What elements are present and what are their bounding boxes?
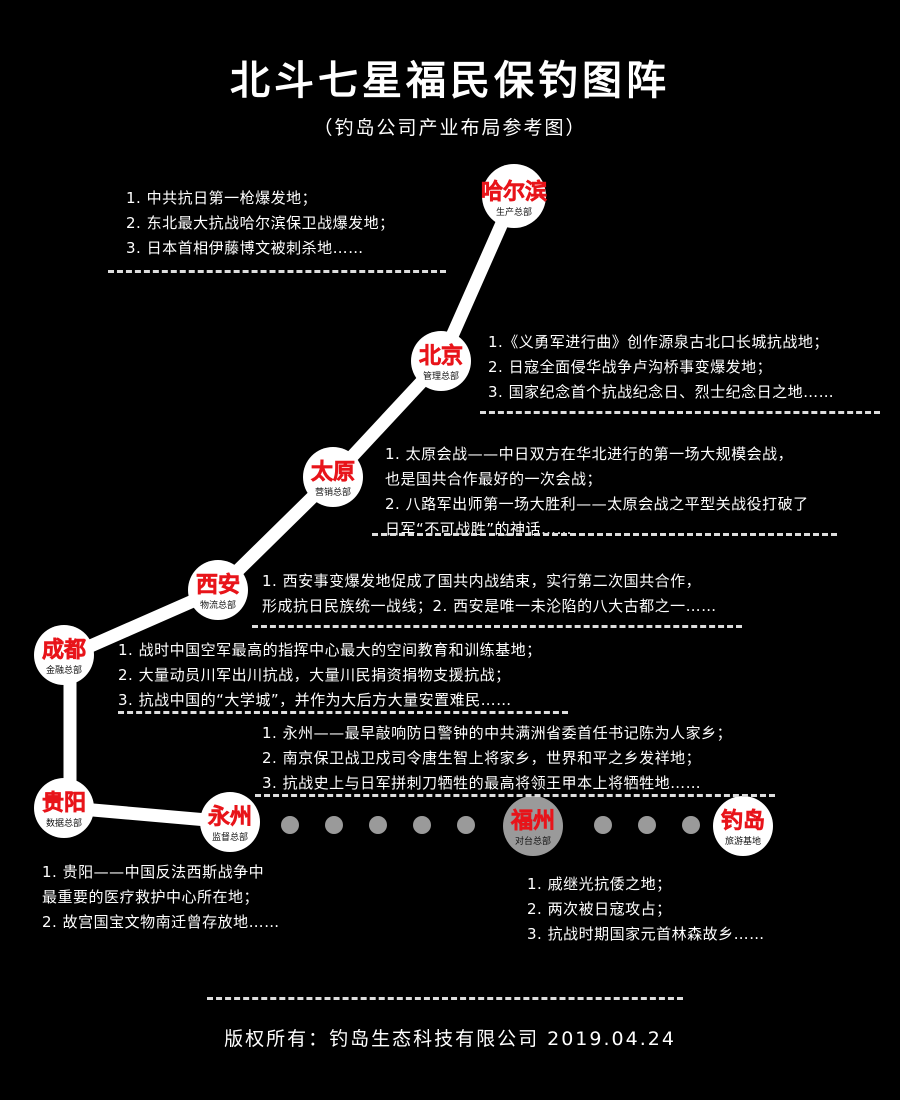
- sea-dot: [369, 816, 387, 834]
- chengdu-description: 1. 战时中国空军最高的指挥中心最大的空间教育和训练基地； 2. 大量动员川军出…: [118, 638, 542, 713]
- chengdu-node-circle: [34, 625, 94, 685]
- description-line: 1. 中共抗日第一枪爆发地；: [126, 189, 318, 207]
- node-name: 永州: [207, 805, 253, 831]
- node-name: 西安: [195, 573, 241, 599]
- node-beijing: 北京 管理总部: [391, 344, 491, 383]
- page-title: 北斗七星福民保钓图阵: [230, 58, 670, 104]
- description-line: 2. 东北最大抗战哈尔滨保卫战爆发地；: [126, 214, 395, 232]
- node-chengdu: 成都 金融总部: [14, 638, 114, 677]
- node-name: 钓岛: [720, 809, 766, 835]
- diaodao-node-circle: [713, 796, 773, 856]
- description-line: 3. 抗战史上与日军拼刺刀牺牲的最高将领王甲本上将牺牲地……: [262, 774, 702, 792]
- node-role: 营销总部: [314, 488, 351, 498]
- divider: [252, 625, 742, 628]
- taiyuan-description: 1. 太原会战——中日双方在华北进行的第一场大规模会战， 也是国共合作最好的一次…: [385, 442, 809, 542]
- node-taiyuan: 太原 营销总部: [283, 460, 383, 499]
- description-line: 2. 日寇全面侵华战争卢沟桥事变爆发地；: [488, 358, 773, 376]
- xian-description: 1. 西安事变爆发地促成了国共内战结束，实行第二次国共合作， 形成抗日民族统一战…: [262, 569, 717, 619]
- harbin-node-circle: [482, 164, 546, 228]
- node-name: 成都: [41, 638, 87, 664]
- divider: [118, 711, 568, 714]
- description-line: 1.《义勇军进行曲》创作源泉古北口长城抗战地；: [488, 333, 829, 351]
- guiyang-node-circle: [34, 778, 94, 838]
- description-line: 3. 抗战中国的“大学城”，并作为大后方大量安置难民……: [118, 691, 512, 709]
- guiyang-description: 1. 贵阳——中国反法西斯战争中 最重要的医疗救护中心所在地； 2. 故宫国宝文…: [42, 860, 280, 935]
- description-line: 1. 戚继光抗倭之地；: [527, 875, 672, 893]
- node-role: 生产总部: [495, 208, 532, 218]
- node-role: 对台总部: [514, 837, 551, 847]
- description-line: 2. 大量动员川军出川抗战，大量川民捐资捐物支援抗战；: [118, 666, 511, 684]
- node-name: 哈尔滨: [480, 180, 548, 206]
- node-role: 金融总部: [45, 666, 82, 676]
- node-xian: 西安 物流总部: [168, 573, 268, 612]
- taiyuan-node-circle: [303, 447, 363, 507]
- divider: [372, 533, 837, 536]
- node-name: 贵阳: [41, 791, 87, 817]
- copyright-footer: 版权所有：钓岛生态科技有限公司 2019.04.24: [224, 1028, 676, 1050]
- xian-node-circle: [188, 560, 248, 620]
- description-line: 日军“不可战胜”的神话……: [385, 520, 573, 538]
- divider: [480, 411, 880, 414]
- beijing-description: 1.《义勇军进行曲》创作源泉古北口长城抗战地； 2. 日寇全面侵华战争卢沟桥事变…: [488, 330, 834, 405]
- sea-dot: [413, 816, 431, 834]
- footer-divider: [207, 997, 683, 1000]
- description-line: 3. 日本首相伊藤博文被刺杀地……: [126, 239, 364, 257]
- divider: [255, 794, 775, 797]
- description-line: 2. 南京保卫战卫戍司令唐生智上将家乡，世界和平之乡发祥地；: [262, 749, 702, 767]
- description-line: 也是国共合作最好的一次会战；: [385, 470, 603, 488]
- sea-dot: [638, 816, 656, 834]
- description-line: 2. 八路军出师第一场大胜利——太原会战之平型关战役打破了: [385, 495, 809, 513]
- description-line: 2. 故宫国宝文物南迁曾存放地……: [42, 913, 280, 931]
- beijing-node-circle: [411, 331, 471, 391]
- description-line: 1. 永州——最早敲响防日警钟的中共满洲省委首任书记陈为人家乡；: [262, 724, 733, 742]
- sea-dot: [457, 816, 475, 834]
- node-role: 管理总部: [422, 372, 459, 382]
- node-role: 物流总部: [199, 601, 236, 611]
- description-line: 1. 太原会战——中日双方在华北进行的第一场大规模会战，: [385, 445, 794, 463]
- description-line: 1. 贵阳——中国反法西斯战争中: [42, 863, 265, 881]
- description-line: 1. 战时中国空军最高的指挥中心最大的空间教育和训练基地；: [118, 641, 542, 659]
- yongzhou-node-circle: [200, 792, 260, 852]
- description-line: 3. 国家纪念首个抗战纪念日、烈士纪念日之地……: [488, 383, 835, 401]
- node-role: 监督总部: [211, 833, 248, 843]
- node-name: 福州: [510, 809, 556, 835]
- description-line: 3. 抗战时期国家元首林森故乡……: [527, 925, 765, 943]
- sea-dot: [281, 816, 299, 834]
- fuzhou-description: 1. 戚继光抗倭之地； 2. 两次被日寇攻占； 3. 抗战时期国家元首林森故乡……: [527, 872, 765, 947]
- sea-route-dots: [281, 816, 700, 834]
- sea-dot: [682, 816, 700, 834]
- yongzhou-description: 1. 永州——最早敲响防日警钟的中共满洲省委首任书记陈为人家乡； 2. 南京保卫…: [262, 721, 732, 796]
- divider: [108, 270, 446, 273]
- node-diaodao: 钓岛 旅游基地: [693, 809, 793, 848]
- description-line: 形成抗日民族统一战线；2. 西安是唯一未沦陷的八大古都之一……: [262, 597, 717, 615]
- sea-dot: [594, 816, 612, 834]
- node-name: 北京: [418, 344, 464, 370]
- node-fuzhou: 福州 对台总部: [483, 809, 583, 848]
- node-role: 数据总部: [45, 819, 82, 829]
- node-name: 太原: [310, 460, 356, 486]
- description-line: 2. 两次被日寇攻占；: [527, 900, 672, 918]
- node-harbin: 哈尔滨 生产总部: [464, 180, 564, 219]
- fuzhou-node-circle: [503, 796, 563, 856]
- node-guiyang: 贵阳 数据总部: [14, 791, 114, 830]
- node-role: 旅游基地: [724, 837, 761, 847]
- description-line: 最重要的医疗救护中心所在地；: [42, 888, 260, 906]
- node-yongzhou: 永州 监督总部: [180, 805, 280, 844]
- harbin-description: 1. 中共抗日第一枪爆发地； 2. 东北最大抗战哈尔滨保卫战爆发地； 3. 日本…: [126, 186, 395, 261]
- sea-dot: [325, 816, 343, 834]
- page-subtitle: （钓岛公司产业布局参考图）: [313, 117, 587, 139]
- description-line: 1. 西安事变爆发地促成了国共内战结束，实行第二次国共合作，: [262, 572, 702, 590]
